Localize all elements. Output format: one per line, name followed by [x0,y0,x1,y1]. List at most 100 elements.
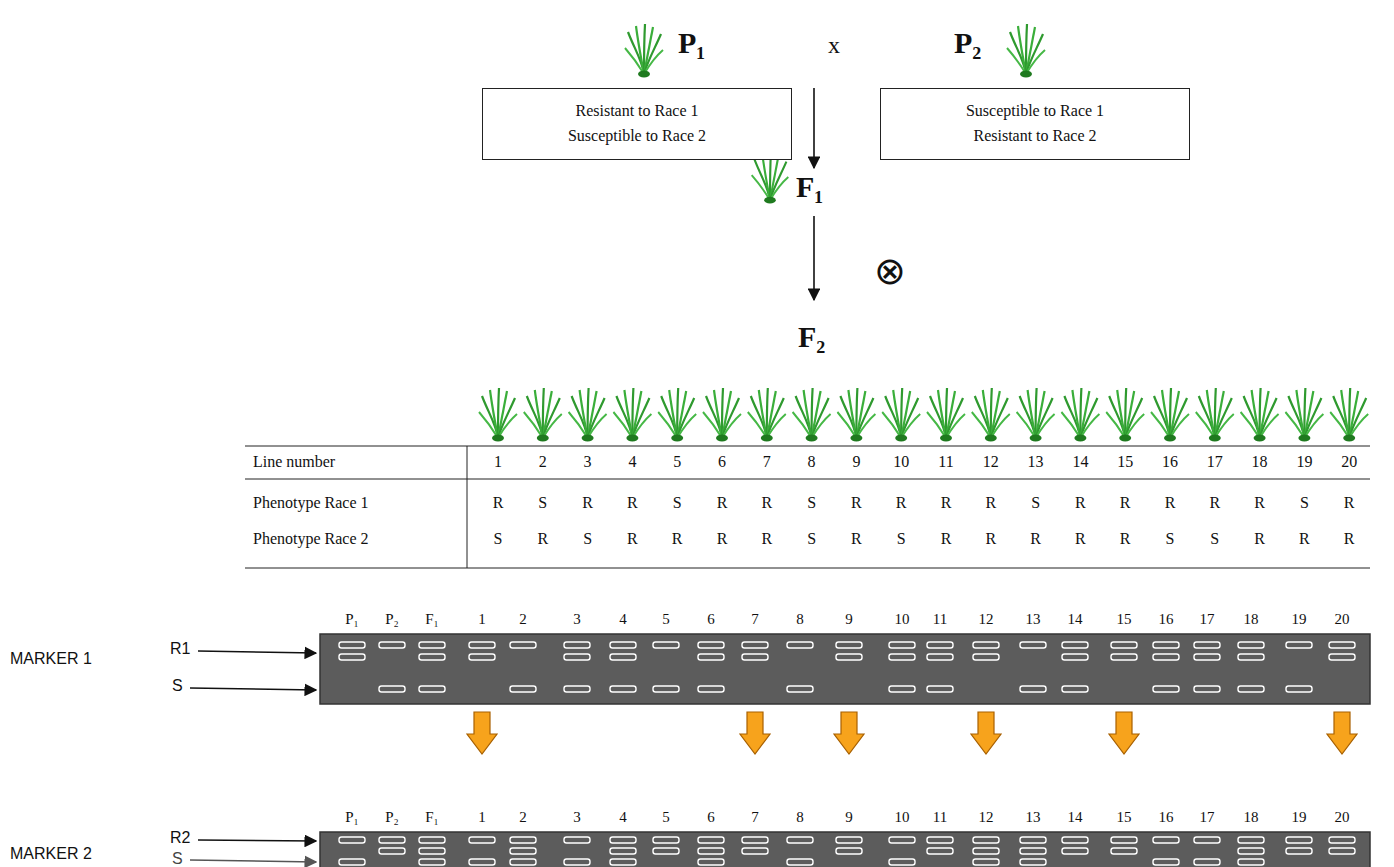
table-cell: 15 [1117,453,1133,471]
table-cell: S [494,530,503,548]
table-cell: R [985,494,996,512]
parent-label: P₁ [678,26,705,61]
cross-arrow [813,88,815,168]
gel-band [1238,848,1264,854]
table-cell: R [941,494,952,512]
lane-label: 19 [1292,809,1307,826]
generation-label: F₁ [796,170,823,205]
table-cell: 4 [628,453,636,471]
gel-band [379,848,405,854]
table-cell: S [1210,530,1219,548]
parent-label: P₂ [954,26,981,61]
gel-panel [320,832,1370,867]
gel-band [1286,686,1312,692]
gel-band [1062,848,1088,854]
gel-panel [320,634,1370,704]
table-cell: R [1075,494,1086,512]
lane-label: 15 [1117,809,1132,826]
lane-label: 5 [662,809,670,826]
lane-label: 4 [619,611,627,628]
gel-band [927,686,953,692]
lane-label: 12 [979,611,994,628]
lane-label: 2 [519,611,527,628]
gel-band [698,848,724,854]
table-cell: 12 [983,453,999,471]
gel-band [973,859,999,865]
gel-band [419,848,445,854]
gel-band [787,837,813,843]
lane-label: 13 [1026,611,1041,628]
allele-label: S [172,850,183,867]
lane-label: 12 [979,809,994,826]
table-cell: 7 [763,453,771,471]
table-cell: 11 [938,453,953,471]
table-cell: 14 [1072,453,1088,471]
row-header: Phenotype Race 1 [253,494,369,512]
table-cell: S [897,530,906,548]
table-cell: R [1299,530,1310,548]
self-arrow [813,216,815,300]
selection-arrow [740,712,770,754]
plant-icon [882,388,920,442]
table-rule [245,568,1370,569]
gel-band [889,859,915,865]
plant-icon [837,388,875,442]
gel-band [339,654,365,660]
gel-band [742,848,768,854]
gel-band [510,848,536,854]
gel-band [610,859,636,865]
gel-band [653,848,679,854]
gel-band [973,642,999,648]
plant-icon [703,388,741,442]
gel-band [564,642,590,648]
lane-label: P₁ [345,611,359,628]
gel-band [510,642,536,648]
lane-label: P₁ [345,809,359,826]
plant-icon [1241,388,1279,442]
table-cell: 13 [1028,453,1044,471]
gel-band [1329,837,1355,843]
table-cell: R [1254,530,1265,548]
table-cell: 9 [852,453,860,471]
box-text: Resistant to Race 2 [973,124,1096,149]
gel-band [1020,848,1046,854]
gel-band [1286,837,1312,843]
lane-label: 10 [895,809,910,826]
lane-label: F₁ [425,611,439,628]
marker-label: MARKER 2 [10,845,92,863]
lane-label: 11 [933,809,947,826]
pointer-arrow [198,840,316,841]
row-header: Line number [253,453,335,471]
gel-bands [339,642,1355,865]
lane-label: 8 [796,611,804,628]
gel-band [787,642,813,648]
gel-band [1020,642,1046,648]
table-cell: R [1120,494,1131,512]
gel-band [1020,837,1046,843]
gel-band [889,837,915,843]
table-cell: R [985,530,996,548]
lane-label: 18 [1244,611,1259,628]
gel-band [653,686,679,692]
plant-icon [479,388,517,442]
lane-label: 3 [573,809,581,826]
gel-band [1062,837,1088,843]
gel-band [787,859,813,865]
table-cell: 8 [808,453,816,471]
selection-arrow [467,712,497,754]
table-cell: R [1254,494,1265,512]
lane-label: 18 [1244,809,1259,826]
allele-label: S [172,677,183,695]
lane-label: 1 [478,809,486,826]
table-cell: 6 [718,453,726,471]
box-text: Resistant to Race 1 [575,99,698,124]
gel-band [698,686,724,692]
gel-band [610,654,636,660]
table-cell: 2 [539,453,547,471]
gel-band [469,837,495,843]
plant-icon [748,388,786,442]
gel-band [419,654,445,660]
table-cell: R [761,530,772,548]
table-cell: R [537,530,548,548]
table-cell: R [717,530,728,548]
